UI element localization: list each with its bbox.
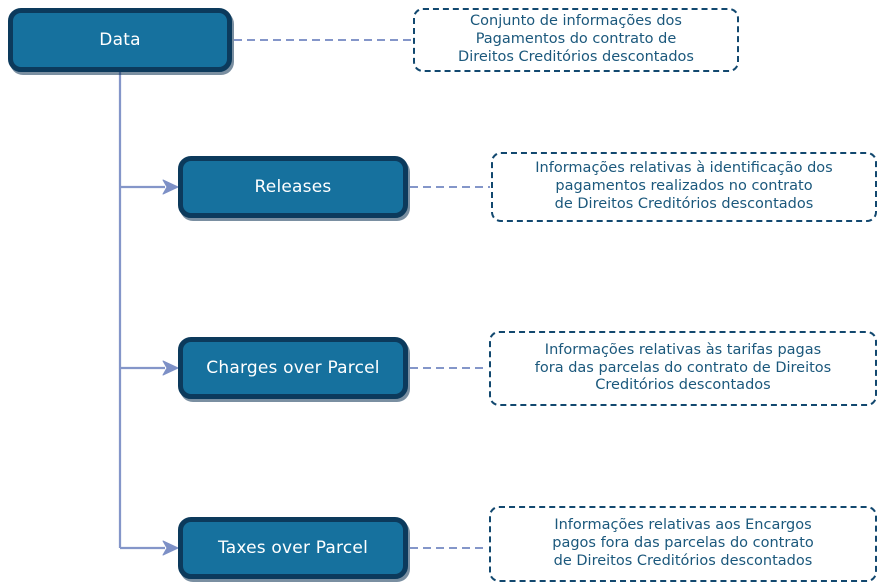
arrowhead-charges-icon [162, 360, 179, 376]
note-releases: Informações relativas à identificação do… [491, 152, 877, 222]
note-taxes-over-parcel: Informações relativas aos Encargos pagos… [489, 506, 877, 582]
node-taxes-over-parcel: Taxes over Parcel [178, 517, 408, 579]
note-charges-over-parcel: Informações relativas às tarifas pagas f… [489, 331, 877, 406]
node-releases-label: Releases [254, 177, 332, 197]
node-releases: Releases [178, 156, 408, 218]
node-charges-over-parcel: Charges over Parcel [178, 337, 408, 399]
note-data: Conjunto de informações dos Pagamentos d… [413, 8, 739, 72]
note-releases-text: Informações relativas à identificação do… [535, 160, 833, 212]
note-data-text: Conjunto de informações dos Pagamentos d… [458, 13, 694, 65]
arrowhead-releases-icon [162, 179, 179, 195]
arrowhead-taxes-icon [162, 540, 179, 556]
node-data: Data [8, 8, 232, 72]
node-charges-over-parcel-label: Charges over Parcel [206, 358, 380, 378]
node-taxes-over-parcel-label: Taxes over Parcel [217, 538, 368, 558]
note-charges-over-parcel-text: Informações relativas às tarifas pagas f… [534, 341, 832, 394]
note-taxes-over-parcel-text: Informações relativas aos Encargos pagos… [552, 517, 814, 569]
node-data-label: Data [99, 30, 141, 50]
